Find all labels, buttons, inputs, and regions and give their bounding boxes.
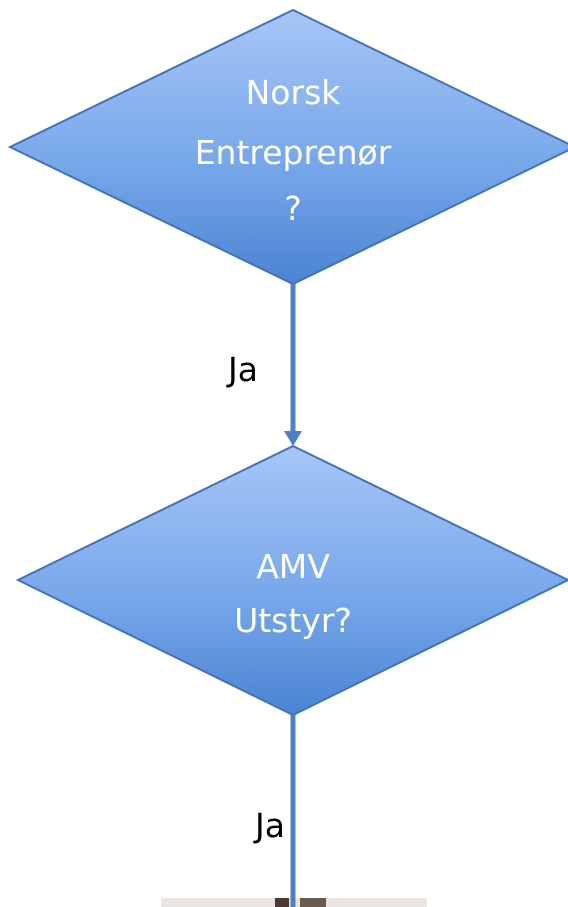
decision-label-line-3: ?	[284, 189, 302, 228]
image-dark-segment-left	[275, 898, 289, 907]
cropped-image	[161, 898, 427, 907]
decision-norsk-entreprenor: Norsk Entreprenør ?	[7, 8, 568, 286]
decision-amv-utstyr: AMV Utstyr?	[15, 444, 568, 717]
edge-1: Ja	[226, 284, 302, 446]
edge-2: Ja	[253, 715, 296, 907]
decision-label-line-1: AMV	[256, 547, 330, 586]
edge-label: Ja	[253, 806, 285, 845]
decision-label-line-2: Utstyr?	[234, 601, 352, 640]
arrowhead	[284, 431, 302, 446]
edge-label: Ja	[226, 350, 258, 389]
decision-label-line-1: Norsk	[246, 73, 342, 112]
decision-label-line-2: Entreprenør	[195, 133, 392, 172]
image-dark-segment-right	[300, 898, 326, 907]
